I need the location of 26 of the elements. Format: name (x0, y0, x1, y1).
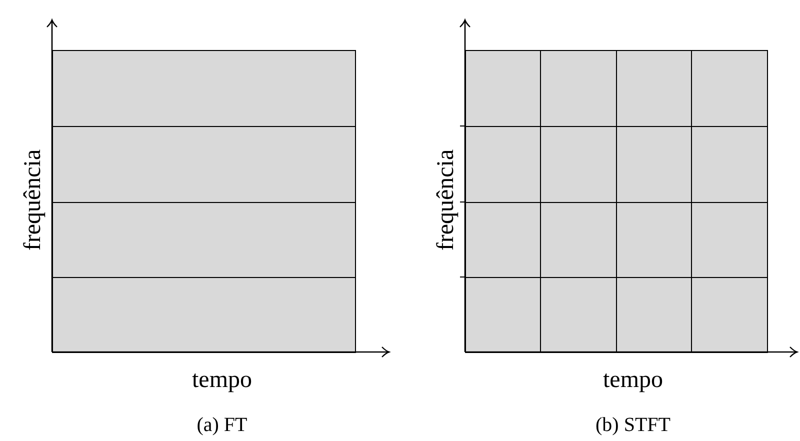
axis-label: tempo (192, 368, 252, 392)
tile (52, 202, 356, 278)
axis-label: tempo (603, 368, 663, 392)
axis-label: frequência (434, 149, 458, 251)
tile (52, 126, 356, 203)
tile (465, 126, 541, 203)
tile (616, 202, 692, 278)
tile (616, 277, 692, 353)
tile (540, 50, 617, 127)
tile (52, 50, 356, 127)
caption: (b) STFT (596, 415, 670, 435)
tile (616, 50, 692, 127)
tile (691, 126, 768, 203)
tile (540, 277, 617, 353)
axis-label: frequência (21, 149, 45, 251)
tile (540, 126, 617, 203)
caption: (a) FT (196, 415, 248, 435)
tile (465, 202, 541, 278)
tile (616, 126, 692, 203)
tile (691, 202, 768, 278)
tile (52, 277, 356, 353)
tile (540, 202, 617, 278)
tile (465, 277, 541, 353)
tile (465, 50, 541, 127)
tile (691, 50, 768, 127)
tile (691, 277, 768, 353)
